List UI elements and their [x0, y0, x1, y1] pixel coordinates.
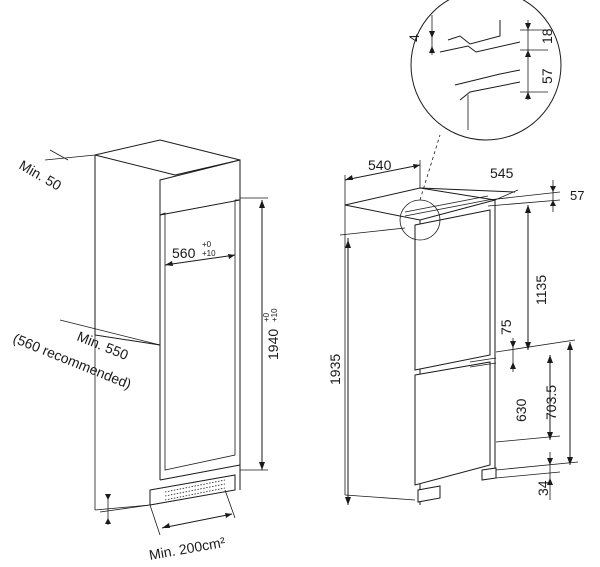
niche-height-label: 1940	[265, 329, 281, 360]
freezer-height-label: 630	[513, 398, 529, 422]
niche-height-tol-upper: +0	[262, 312, 271, 322]
total-height-label: 1935	[327, 354, 343, 385]
detail-gap-label: 4	[406, 34, 422, 42]
detail-upper-label: 18	[539, 28, 555, 44]
appliance-body	[344, 187, 497, 505]
dim-gap-height: 75	[498, 319, 516, 372]
dim-top-offset: 57	[487, 180, 584, 212]
top-offset-label: 57	[570, 188, 584, 203]
dim-niche-height: 1940 +0 +10	[240, 197, 281, 471]
niche-cabinet	[94, 139, 241, 511]
dim-appliance-width: 540	[344, 157, 421, 205]
dim-total-height: 1935	[327, 227, 406, 505]
niche-width-tol-upper: +0	[202, 240, 212, 249]
vent-area-label: Min. 200cm²	[148, 534, 227, 563]
hinge-height-label: 703.5	[543, 385, 559, 420]
foot-height-label: 34	[535, 480, 551, 496]
detail-callout: 4 18 57	[406, 0, 562, 201]
niche-width-label: 560	[172, 245, 196, 261]
dim-appliance-depth: 545	[419, 165, 519, 201]
min-top-label: Min. 50	[17, 157, 65, 194]
dim-min-top: Min. 50	[17, 149, 96, 194]
min-depth-note: (560 recommended)	[11, 330, 134, 392]
niche-width-tol-lower: +10	[202, 249, 216, 258]
appliance-width-label: 540	[368, 157, 392, 173]
appliance-depth-label: 545	[490, 165, 514, 181]
vent-grille	[164, 479, 226, 501]
dim-niche-width: 560 +0 +10	[164, 240, 236, 266]
detail-lower-label: 57	[539, 68, 555, 84]
niche-height-tol-lower: +10	[270, 308, 279, 322]
dim-foot-height: 34	[495, 452, 561, 500]
dim-fridge-height: 1135	[495, 205, 576, 353]
dim-plinth-gap	[99, 494, 151, 525]
gap-height-label: 75	[498, 319, 514, 335]
dim-min-depth: Min. 550 (560 recommended)	[11, 319, 161, 392]
dim-hinge-height: 703.5	[495, 342, 579, 471]
fridge-height-label: 1135	[533, 275, 549, 305]
dim-freezer-height: 630	[495, 355, 561, 443]
